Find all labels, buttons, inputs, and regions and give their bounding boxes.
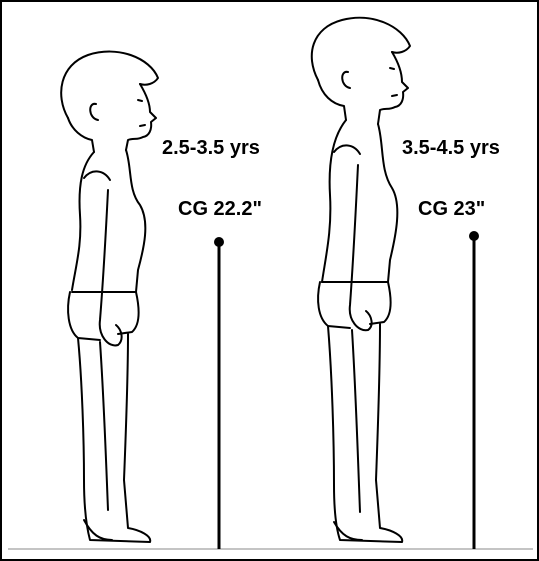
age-label-1: 2.5-3.5 yrs (162, 138, 260, 158)
cg-marker-2 (469, 231, 479, 549)
cg-label-1: CG 22.2" (178, 199, 262, 219)
cg-marker-1 (214, 237, 224, 549)
age-label-2: 3.5-4.5 yrs (402, 138, 500, 158)
cg-label-2: CG 23" (418, 199, 485, 219)
